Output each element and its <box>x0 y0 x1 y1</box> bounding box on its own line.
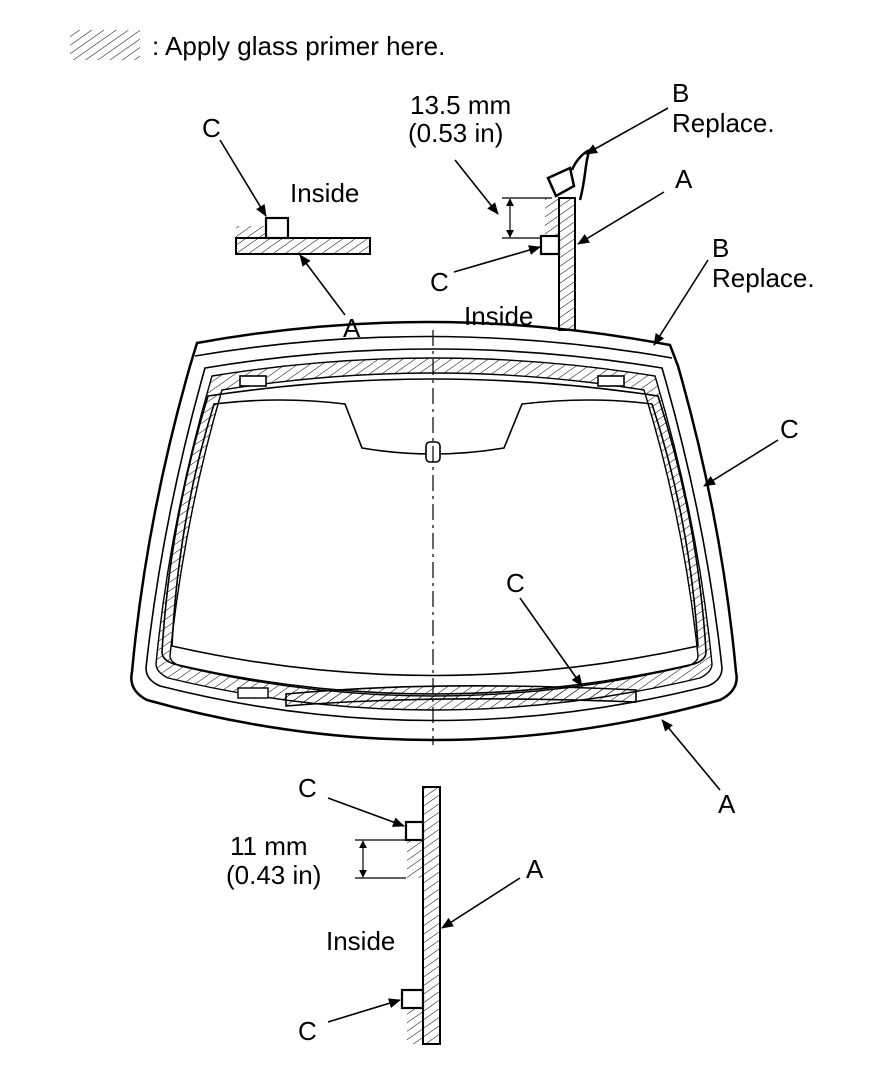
leader-a <box>299 254 346 316</box>
glass-panel-a <box>235 237 371 255</box>
dim-mm: 13.5 mm <box>410 90 511 120</box>
legend-text: : Apply glass primer here. <box>152 31 445 61</box>
leader-a <box>577 191 665 245</box>
molding-outer-edge <box>130 320 738 742</box>
label-c-top: C <box>298 773 317 803</box>
primer-area <box>545 198 559 236</box>
label-inside: Inside <box>326 926 395 956</box>
detail-bottom: 11 mm (0.43 in) C A Inside C <box>226 773 544 1046</box>
label-c: C <box>430 267 449 297</box>
dim-leader <box>454 159 499 215</box>
molding-clip <box>239 375 267 387</box>
detail-top-left: C Inside A <box>202 113 371 343</box>
leader-c-center <box>519 597 583 687</box>
leader-a <box>661 719 721 791</box>
label-a: A <box>526 854 544 884</box>
leader-b <box>585 107 669 155</box>
molding-clip <box>597 375 625 387</box>
molding-b <box>546 166 576 198</box>
sealant-block-c <box>264 216 290 240</box>
primer-area <box>236 226 266 238</box>
leader-c <box>219 139 267 217</box>
glass-edge <box>145 348 723 722</box>
label-a: A <box>675 164 693 194</box>
dim-in: (0.43 in) <box>226 860 321 890</box>
dim-mm: 11 mm <box>230 831 308 861</box>
primer-area <box>407 840 423 878</box>
label-b-note: Replace. <box>712 263 815 293</box>
label-b-note: Replace. <box>672 108 775 138</box>
molding-b-lip <box>570 147 593 201</box>
label-b: B <box>672 78 689 108</box>
leader-c-bottom <box>327 998 401 1023</box>
label-c-center: C <box>506 568 525 598</box>
primer-area <box>407 1008 423 1044</box>
legend: : Apply glass primer here. <box>70 30 445 61</box>
glass-viewing-area <box>171 399 699 677</box>
primer-band <box>155 357 713 711</box>
label-a: A <box>718 789 736 819</box>
glass-panel-a <box>558 197 576 331</box>
label-c: C <box>202 113 221 143</box>
bottom-spacer <box>237 687 269 699</box>
primer-hatch-swatch <box>70 30 140 60</box>
leader-c-right <box>703 439 779 487</box>
label-c-bottom: C <box>298 1016 317 1046</box>
sealant-block-c <box>400 988 425 1010</box>
ceramic-inner-edge <box>161 378 707 695</box>
bottom-dam-strip <box>285 685 637 707</box>
glass-panel-a <box>422 786 441 1045</box>
leader-b <box>653 259 709 346</box>
windshield: B Replace. C C A <box>130 233 815 819</box>
leader-c <box>453 245 541 273</box>
dim-in: (0.53 in) <box>408 118 503 148</box>
label-c-right: C <box>780 414 799 444</box>
leader-c-top <box>327 797 405 827</box>
detail-top-right: 13.5 mm (0.53 in) B Replace. A C Inside <box>408 78 775 331</box>
label-b: B <box>712 233 729 263</box>
label-a: A <box>343 313 361 343</box>
sealant-block-c <box>539 234 561 256</box>
leader-a <box>441 877 521 929</box>
sealant-block-c <box>404 820 425 842</box>
label-inside: Inside <box>290 178 359 208</box>
